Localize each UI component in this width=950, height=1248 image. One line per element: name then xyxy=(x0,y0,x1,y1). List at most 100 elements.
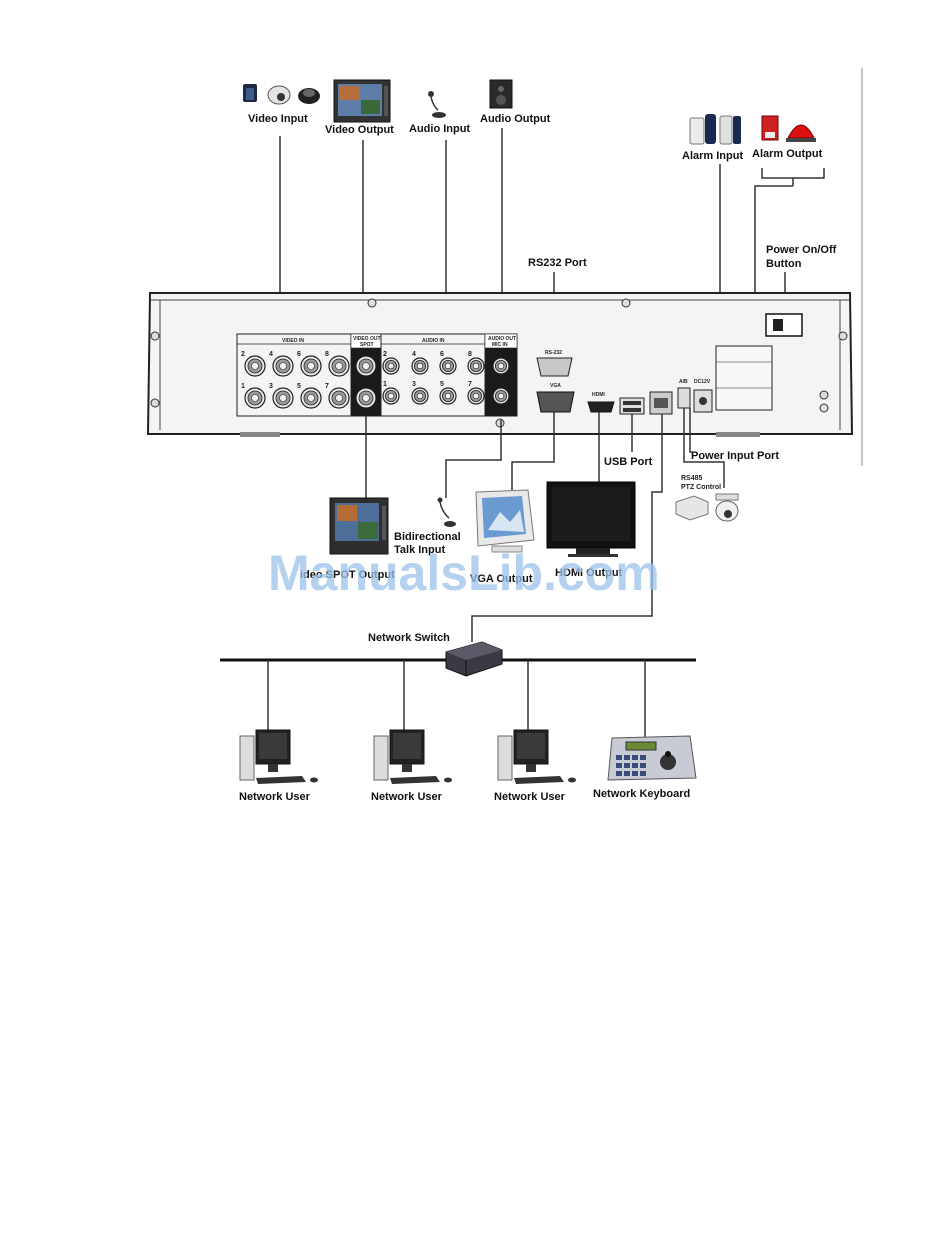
video-in-port-number: 3 xyxy=(269,383,273,390)
video-in-bnc-connector xyxy=(272,355,294,377)
network-user-label-2: Network User xyxy=(371,791,443,803)
panel-video-out-text: VIDEO OUT xyxy=(353,336,381,342)
audio-out-rca-connector xyxy=(492,357,510,375)
ptz-dome-camera-icon xyxy=(715,493,739,522)
video-out-bnc-connector xyxy=(355,355,377,377)
panel-hdmi-text: HDMI xyxy=(592,392,605,398)
camera-icons xyxy=(243,84,320,105)
network-user-label-1: Network User xyxy=(239,791,311,803)
vga-monitor-icon xyxy=(475,489,535,553)
alarm-input-label: Alarm Input xyxy=(682,150,743,162)
audio-in-port-number: 8 xyxy=(468,351,472,358)
crt-monitor-icon xyxy=(333,79,391,123)
panel-ab-text: A/B xyxy=(679,379,688,385)
desktop-computer-icon xyxy=(373,729,452,784)
audio-in-port-number: 5 xyxy=(440,381,444,388)
power-button-label-line2: Button xyxy=(766,258,802,270)
panel-rs232-text: RS-232 xyxy=(545,350,562,356)
vga-connector xyxy=(536,391,575,413)
network-keyboard-label: Network Keyboard xyxy=(593,788,690,800)
panel-spot-text: SPOT xyxy=(360,342,374,348)
panel-audio-out-text: AUDIO OUT xyxy=(488,336,516,342)
speaker-icon xyxy=(489,79,513,109)
siren-icons xyxy=(761,115,816,142)
audio-in-rca-connector xyxy=(411,387,429,405)
network-user-label-3: Network User xyxy=(494,791,566,803)
video-in-bnc-connector xyxy=(244,387,266,409)
panel-video-in-text: VIDEO IN xyxy=(282,338,304,344)
video-in-port-number: 4 xyxy=(269,351,273,358)
audio-in-port-number: 7 xyxy=(468,381,472,388)
video-in-port-number: 6 xyxy=(297,351,301,358)
power-input-port-label: Power Input Port xyxy=(691,450,779,462)
audio-input-label: Audio Input xyxy=(409,123,470,135)
audio-in-rca-connector xyxy=(439,357,457,375)
panel-mic-in-text: MIC IN xyxy=(492,342,508,348)
spot-monitor-icon xyxy=(329,497,389,555)
power-button-label-line1: Power On/Off xyxy=(766,244,837,256)
alarm-terminal-block xyxy=(715,345,773,411)
video-in-port-number: 1 xyxy=(241,383,245,390)
video-in-bnc-connector xyxy=(328,387,350,409)
audio-in-rca-connector xyxy=(411,357,429,375)
video-output-label: Video Output xyxy=(325,124,394,136)
network-switch-label: Network Switch xyxy=(368,632,450,644)
audio-in-rca-connector xyxy=(382,387,400,405)
desktop-computer-icon xyxy=(239,729,318,784)
rs232-connector xyxy=(536,357,573,377)
audio-in-rca-connector xyxy=(467,387,485,405)
video-in-bnc-connector xyxy=(300,355,322,377)
panel-vga-text: VGA xyxy=(550,383,561,389)
video-input-label: Video Input xyxy=(248,113,308,125)
audio-in-port-number: 3 xyxy=(412,381,416,388)
audio-in-port-number: 6 xyxy=(440,351,444,358)
power-switch xyxy=(765,313,803,337)
rs485-label-line2: PTZ Control xyxy=(681,484,721,491)
hdmi-tv-icon xyxy=(546,481,636,557)
audio-output-label: Audio Output xyxy=(480,113,551,125)
mic-in-rca-connector xyxy=(492,387,510,405)
video-in-port-number: 8 xyxy=(325,351,329,358)
rs485-label-line1: RS485 xyxy=(681,475,703,482)
watermark-text: ManualsLib.com xyxy=(268,545,660,601)
bidirectional-label-line1: Bidirectional xyxy=(394,531,461,543)
audio-in-port-number: 4 xyxy=(412,351,416,358)
audio-in-rca-connector xyxy=(439,387,457,405)
video-in-bnc-connector xyxy=(272,387,294,409)
ptz-decoder-icon xyxy=(675,495,709,521)
talk-microphone-icon xyxy=(437,497,456,527)
video-in-bnc-connector xyxy=(300,387,322,409)
video-spot-output-label: ideo SPOT Output xyxy=(300,569,395,581)
microphone-icon xyxy=(428,91,446,118)
network-user-computers xyxy=(239,729,576,784)
usb-port-label: USB Port xyxy=(604,456,653,468)
desktop-computer-icon xyxy=(497,729,576,784)
rs232-port-label: RS232 Port xyxy=(528,257,587,269)
video-in-bnc-connector xyxy=(244,355,266,377)
alarm-sensor-icons xyxy=(689,114,741,145)
video-in-port-number: 5 xyxy=(297,383,301,390)
network-switch-icon xyxy=(445,641,503,677)
panel-port-numbers: 2 4 6 8 1 3 5 7 2 4 6 8 1 3 5 7 xyxy=(241,351,472,390)
video-in-port-number: 7 xyxy=(325,383,329,390)
hdmi-connector xyxy=(587,401,615,413)
vga-output-label: VGA Output xyxy=(470,573,533,585)
network-drop-lines xyxy=(267,660,646,738)
audio-in-port-number: 2 xyxy=(383,351,387,358)
audio-in-rca-connector xyxy=(382,357,400,375)
audio-in-rca-connector xyxy=(467,357,485,375)
panel-dc12v-text: DC12V xyxy=(694,379,711,385)
panel-audio-in-text: AUDIO IN xyxy=(422,338,445,344)
bottom-connection-lines xyxy=(365,408,725,642)
rs485-connector xyxy=(677,387,691,409)
hdmi-output-label: HDMI Output xyxy=(555,567,623,579)
bidirectional-label-line2: Talk Input xyxy=(394,544,445,556)
spot-out-bnc-connector xyxy=(355,387,377,409)
network-keyboard-icon xyxy=(607,735,697,781)
alarm-output-label: Alarm Output xyxy=(752,148,823,160)
bnc-connectors xyxy=(244,355,510,409)
audio-in-port-number: 1 xyxy=(383,381,387,388)
video-in-bnc-connector xyxy=(328,355,350,377)
video-in-port-number: 2 xyxy=(241,351,245,358)
